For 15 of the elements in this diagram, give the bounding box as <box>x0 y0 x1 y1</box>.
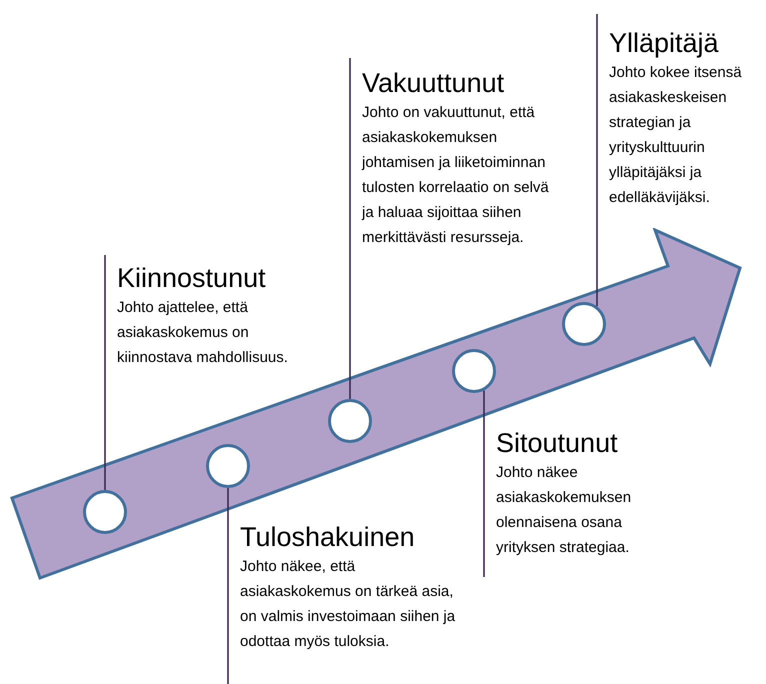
stage-description: Johto ajattelee, että asiakaskokemus on kiinnostava mahdollisuus. <box>117 298 289 368</box>
leader-line <box>227 488 229 684</box>
stage-description: Johto näkee, että asiakaskokemus on tärkeä asia, on valmis investoimaan siihen ja odottaa myös tuloksia. <box>240 557 456 652</box>
stage-description: Johto on vakuuttunut, että asiakaskokemuksen johtamisen ja liiketoiminnan tulosten korrelaatio on selvä ja haluaa sijoittaa siihen merkittävästi resursseja. <box>362 103 550 248</box>
stage-heading: Tuloshakuinen <box>240 521 416 554</box>
stage-description: Johto näkee asiakaskokemuksen olennaisena osana yrityksen strategiaa. <box>496 463 632 558</box>
stage-heading: Ylläpitäjä <box>609 27 720 60</box>
leader-line <box>349 58 351 399</box>
stage-heading: Vakuuttunut <box>362 67 506 100</box>
leader-line <box>483 390 485 577</box>
stage-heading: Sitoutunut <box>496 427 619 460</box>
stage-heading: Kiinnostunut <box>117 262 267 295</box>
leader-line <box>596 14 598 306</box>
leader-line <box>104 255 106 490</box>
stage-description: Johto kokee itsensä asiakaskeskeisen strategian ja yrityskulttuurin ylläpitäjäksi ja edelläkävijäksi. <box>609 63 743 208</box>
